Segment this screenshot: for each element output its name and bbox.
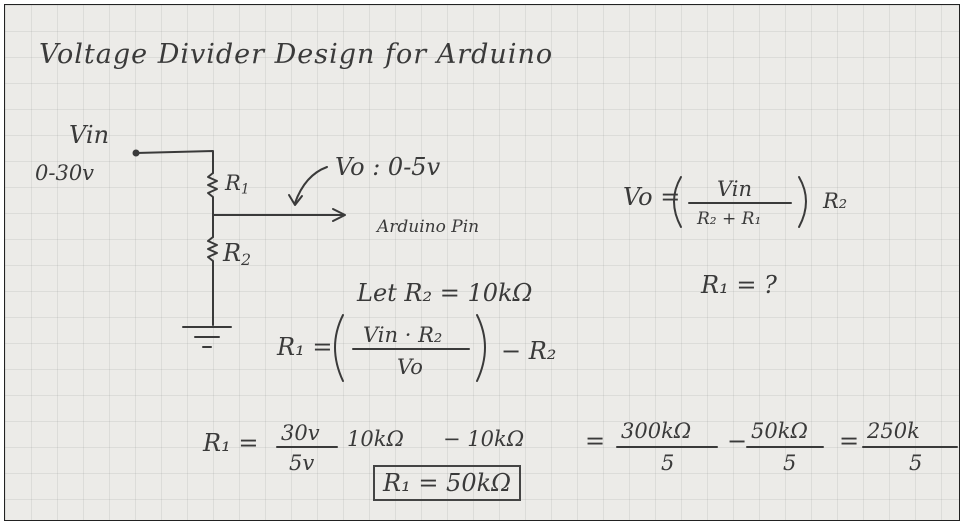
calc-frac3-denominator: 5	[783, 451, 797, 475]
vo-pointer-head	[288, 194, 303, 206]
calc-term1: 10kΩ	[347, 427, 404, 451]
calc-frac4-numerator: 250k	[867, 419, 920, 443]
ground-symbol	[182, 326, 232, 348]
r1-resistor	[207, 172, 218, 238]
formula-paren-right	[798, 176, 807, 228]
rearranged-denominator: Vo	[397, 355, 423, 379]
r1-subscript: 1	[240, 181, 250, 198]
r2-label: R2	[223, 241, 251, 268]
calc-minus-term: − 10kΩ	[443, 427, 525, 451]
vo-pointer-arrow	[294, 166, 328, 204]
formula-paren-left	[673, 176, 682, 228]
page-title: Voltage Divider Design for Arduino	[39, 39, 554, 70]
r2-subscript: 2	[241, 250, 251, 269]
rearranged-minus-r2: − R₂	[501, 337, 557, 365]
calc-equals2: =	[839, 427, 860, 455]
calc-frac1-denominator: 5v	[289, 451, 315, 475]
r2-letter: R	[223, 239, 242, 267]
rearranged-paren-left	[334, 314, 344, 382]
r1-letter: R	[225, 171, 241, 195]
calc-minus2: −	[727, 427, 748, 455]
formula-numerator: Vin	[717, 177, 753, 201]
unknown-r1: R₁ = ?	[701, 271, 777, 299]
calc-frac4-denominator: 5	[909, 451, 923, 475]
calc-frac3-numerator: 50kΩ	[751, 419, 808, 443]
vo-range-label: Vo : 0-5v	[335, 153, 441, 181]
notebook-page: Voltage Divider Design for Arduino Vin 0…	[4, 4, 960, 521]
formula-denominator: R₂ + R₁	[697, 209, 762, 229]
calc-frac2-denominator: 5	[661, 451, 675, 475]
vin-wire	[135, 150, 214, 174]
r2-resistor	[207, 236, 218, 326]
calc-equals1: =	[585, 427, 606, 455]
formula-lhs: Vo =	[623, 183, 681, 211]
result-box: R₁ = 50kΩ	[373, 465, 522, 501]
arduino-pin-label: Arduino Pin	[377, 217, 480, 237]
output-arrow	[332, 208, 346, 222]
vin-label: Vin	[69, 121, 110, 149]
rearranged-numerator: Vin · R₂	[363, 323, 443, 347]
formula-multiplier: R₂	[823, 189, 848, 213]
calc-frac2-numerator: 300kΩ	[621, 419, 692, 443]
calc-frac1-numerator: 30v	[281, 421, 320, 445]
calc-lhs: R₁ =	[203, 429, 259, 457]
rearranged-paren-right	[476, 314, 486, 382]
r1-label: R1	[225, 173, 250, 197]
assumption-text: Let R₂ = 10kΩ	[357, 279, 533, 307]
rearranged-lhs: R₁ =	[277, 333, 333, 361]
circuit-drawing	[132, 149, 958, 448]
vin-range: 0-30v	[35, 161, 95, 185]
